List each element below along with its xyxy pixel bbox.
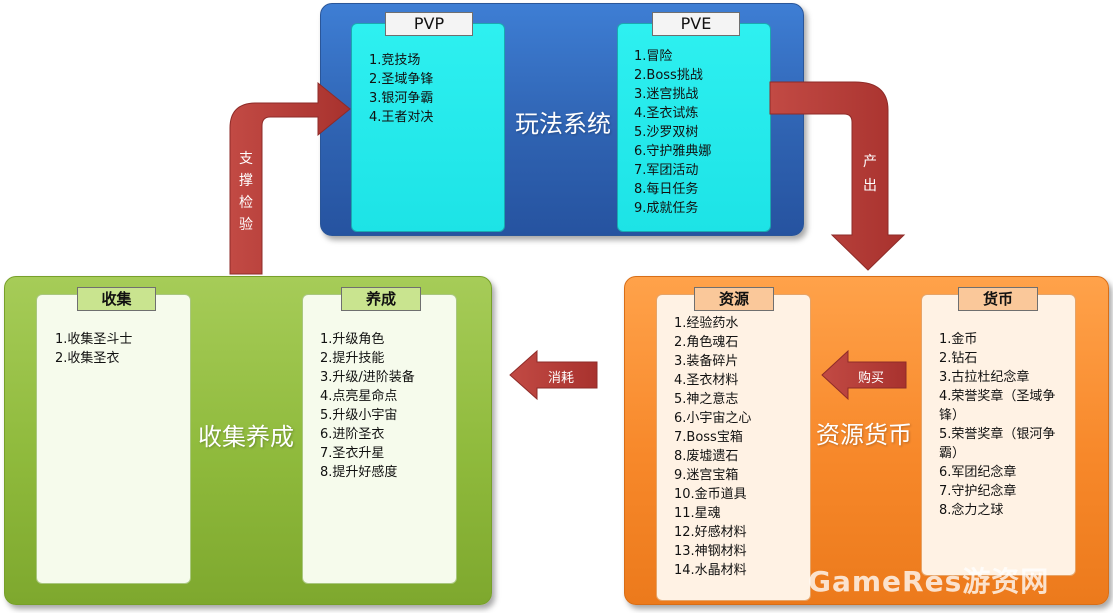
list-item: 5.荣誉奖章（银河争霸） bbox=[939, 427, 1056, 461]
list-item: 7.圣衣升星 bbox=[320, 446, 385, 461]
resource-currency-group: 1.经验药水 2.角色魂石 3.装备碎片 4.圣衣材料 5.神之意志 6.小宇宙… bbox=[624, 276, 1109, 605]
watermark: GameRes游资网 bbox=[808, 565, 1050, 598]
produce-arrow-label: 产 出 bbox=[860, 150, 880, 198]
collect-nurture-title: 收集养成 bbox=[198, 423, 294, 451]
list-item: 1.竞技场 bbox=[369, 53, 421, 68]
list-item: 13.神钢材料 bbox=[674, 544, 747, 559]
list-item: 4.圣衣材料 bbox=[674, 373, 739, 388]
support-char: 支 bbox=[239, 151, 253, 167]
produce-char: 出 bbox=[863, 178, 877, 194]
pvp-label: PVP bbox=[385, 12, 473, 36]
list-item: 3.升级/进阶装备 bbox=[320, 370, 415, 385]
nurture-label: 养成 bbox=[341, 287, 421, 311]
play-system-group: 1.竞技场 2.圣域争锋 3.银河争霸 4.王者对决 PVP 玩法系统 1.冒险… bbox=[320, 3, 804, 236]
currency-label: 货币 bbox=[958, 287, 1038, 311]
list-item: 1.经验药水 bbox=[674, 316, 739, 331]
list-item: 4.点亮星命点 bbox=[320, 389, 398, 404]
list-item: 14.水晶材料 bbox=[674, 563, 747, 578]
list-item: 5.升级小宇宙 bbox=[320, 408, 398, 423]
nurture-panel: 1.升级角色 2.提升技能 3.升级/进阶装备 4.点亮星命点 5.升级小宇宙 … bbox=[302, 294, 457, 584]
list-item: 1.金币 bbox=[939, 332, 978, 347]
list-item: 8.每日任务 bbox=[634, 182, 699, 197]
list-item: 4.圣衣试炼 bbox=[634, 106, 699, 121]
list-item: 1.冒险 bbox=[634, 49, 673, 64]
list-item: 3.迷宫挑战 bbox=[634, 87, 699, 102]
resource-panel: 1.经验药水 2.角色魂石 3.装备碎片 4.圣衣材料 5.神之意志 6.小宇宙… bbox=[656, 294, 811, 601]
list-item: 2.收集圣衣 bbox=[55, 351, 120, 366]
pvp-panel: 1.竞技场 2.圣域争锋 3.银河争霸 4.王者对决 bbox=[351, 23, 505, 232]
list-item: 8.提升好感度 bbox=[320, 465, 398, 480]
pvp-list: 1.竞技场 2.圣域争锋 3.银河争霸 4.王者对决 bbox=[369, 51, 433, 127]
nurture-list: 1.升级角色 2.提升技能 3.升级/进阶装备 4.点亮星命点 5.升级小宇宙 … bbox=[320, 330, 415, 482]
list-item: 10.金币道具 bbox=[674, 487, 747, 502]
list-item: 6.进阶圣衣 bbox=[320, 427, 385, 442]
list-item: 6.小宇宙之心 bbox=[674, 411, 752, 426]
produce-char: 产 bbox=[863, 154, 877, 170]
support-char: 撑 bbox=[239, 173, 253, 189]
buy-arrow bbox=[821, 349, 907, 401]
list-item: 5.神之意志 bbox=[674, 392, 739, 407]
collect-panel: 1.收集圣斗士 2.收集圣衣 bbox=[36, 294, 191, 584]
resource-list: 1.经验药水 2.角色魂石 3.装备碎片 4.圣衣材料 5.神之意志 6.小宇宙… bbox=[674, 314, 751, 580]
list-item: 9.成就任务 bbox=[634, 201, 699, 216]
buy-arrow-label: 购买 bbox=[857, 371, 884, 386]
list-item: 8.废墟遗石 bbox=[674, 449, 739, 464]
list-item: 6.守护雅典娜 bbox=[634, 144, 712, 159]
list-item: 2.钻石 bbox=[939, 351, 978, 366]
list-item: 7.守护纪念章 bbox=[939, 484, 1017, 499]
list-item: 4.荣誉奖章（圣域争锋） bbox=[939, 389, 1056, 423]
list-item: 7.军团活动 bbox=[634, 163, 699, 178]
support-char: 验 bbox=[239, 217, 253, 233]
list-item: 3.古拉杜纪念章 bbox=[939, 370, 1030, 385]
support-char: 检 bbox=[239, 195, 253, 211]
collect-list: 1.收集圣斗士 2.收集圣衣 bbox=[55, 330, 132, 368]
collect-label: 收集 bbox=[77, 287, 156, 311]
pve-panel: 1.冒险 2.Boss挑战 3.迷宫挑战 4.圣衣试炼 5.沙罗双树 6.守护雅… bbox=[617, 23, 771, 232]
list-item: 2.圣域争锋 bbox=[369, 72, 434, 87]
list-item: 5.沙罗双树 bbox=[634, 125, 699, 140]
consume-arrow-label: 消耗 bbox=[547, 371, 574, 386]
play-system-title: 玩法系统 bbox=[515, 110, 611, 138]
list-item: 1.升级角色 bbox=[320, 332, 385, 347]
list-item: 2.提升技能 bbox=[320, 351, 385, 366]
list-item: 12.好感材料 bbox=[674, 525, 747, 540]
produce-arrow bbox=[769, 81, 906, 271]
list-item: 8.念力之球 bbox=[939, 503, 1004, 518]
resource-label: 资源 bbox=[694, 287, 774, 311]
collect-nurture-group: 1.收集圣斗士 2.收集圣衣 收集 收集养成 1.升级角色 2.提升技能 3.升… bbox=[4, 276, 492, 605]
list-item: 1.收集圣斗士 bbox=[55, 332, 133, 347]
support-arrow-label: 支 撑 检 验 bbox=[236, 148, 256, 236]
list-item: 2.Boss挑战 bbox=[634, 68, 703, 83]
pve-list: 1.冒险 2.Boss挑战 3.迷宫挑战 4.圣衣试炼 5.沙罗双树 6.守护雅… bbox=[634, 47, 711, 218]
pve-label: PVE bbox=[652, 12, 740, 36]
list-item: 3.装备碎片 bbox=[674, 354, 739, 369]
list-item: 2.角色魂石 bbox=[674, 335, 739, 350]
list-item: 11.星魂 bbox=[674, 506, 721, 521]
resource-currency-title: 资源货币 bbox=[816, 421, 912, 449]
list-item: 7.Boss宝箱 bbox=[674, 430, 743, 445]
support-arrow bbox=[229, 81, 351, 275]
list-item: 6.军团纪念章 bbox=[939, 465, 1017, 480]
list-item: 4.王者对决 bbox=[369, 110, 434, 125]
consume-arrow bbox=[509, 349, 598, 401]
list-item: 3.银河争霸 bbox=[369, 91, 434, 106]
list-item: 9.迷宫宝箱 bbox=[674, 468, 739, 483]
currency-list: 1.金币 2.钻石 3.古拉杜纪念章 4.荣誉奖章（圣域争锋） 5.荣誉奖章（银… bbox=[939, 330, 1067, 520]
